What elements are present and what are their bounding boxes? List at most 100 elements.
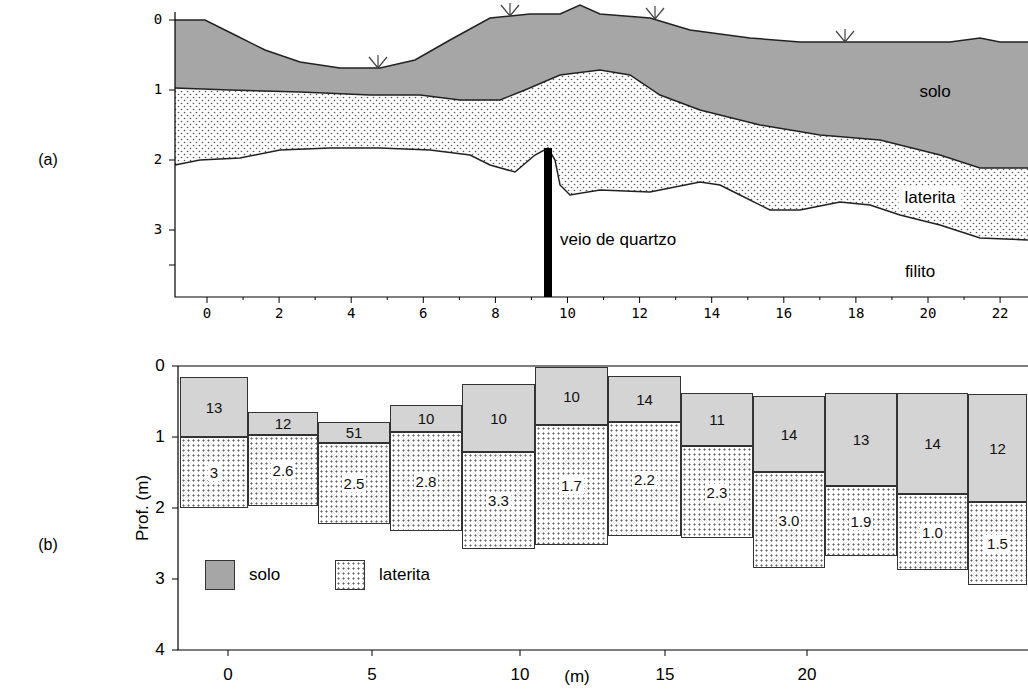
axis-tick-label: 16 — [775, 306, 792, 321]
axis-tick — [169, 230, 175, 231]
axis-tick — [819, 297, 820, 300]
layer-label: filito — [905, 263, 935, 282]
axis-tick-label: 4 — [347, 306, 355, 321]
soil-thickness-box: 12 — [248, 412, 318, 435]
axis-tick-label: 3 — [154, 222, 162, 237]
axis-tick-label: 18 — [847, 306, 864, 321]
layer-label: veio de quartzo — [560, 231, 676, 250]
thickness-value: 1.9 — [849, 513, 874, 530]
axis-tick-label: 0 — [223, 666, 232, 685]
soil-thickness-box: 11 — [681, 393, 753, 446]
axis-tick — [675, 297, 676, 300]
thickness-value: 2.8 — [414, 473, 439, 490]
axis-tick — [639, 297, 640, 303]
axis-tick — [665, 650, 666, 656]
laterite-thickness-box: 1.0 — [897, 494, 968, 570]
axis-tick — [169, 20, 175, 21]
axis-tick-label: 14 — [703, 306, 720, 321]
axis-tick-label: 10 — [511, 666, 530, 685]
axis-tick-label: 1 — [154, 82, 162, 97]
axis-tick — [855, 297, 856, 303]
axis-tick — [315, 297, 316, 300]
thickness-value: 11 — [709, 411, 725, 428]
layer-boundary — [175, 148, 1028, 240]
laterite-thickness-box: 2.8 — [390, 432, 462, 531]
legend-swatch — [335, 560, 365, 590]
axis-tick — [372, 650, 373, 656]
axis-line — [178, 366, 1028, 650]
panel-label: (b) — [38, 536, 58, 554]
axis-title: Prof. (m) — [134, 475, 153, 541]
axis-tick — [711, 297, 712, 303]
thickness-value: 3.0 — [777, 512, 802, 529]
soil-thickness-box: 13 — [180, 377, 248, 437]
axis-tick — [603, 297, 604, 300]
axis-tick — [351, 297, 352, 303]
soil-thickness-box: 12 — [968, 394, 1027, 502]
thickness-value: 14 — [636, 391, 653, 408]
laterite-thickness-box: 3 — [180, 437, 248, 508]
axis-tick — [1000, 297, 1001, 303]
axis-tick — [459, 297, 460, 300]
thickness-value: 1.0 — [920, 524, 945, 541]
axis-tick-label: 2 — [275, 306, 283, 321]
legend-text: solo — [249, 565, 280, 585]
axis-tick — [495, 297, 496, 303]
laterite-thickness-box: 2.3 — [681, 446, 753, 538]
axis-tick — [531, 297, 532, 300]
axis-tick-label: 1 — [155, 428, 164, 447]
axis-tick-label: 3 — [155, 570, 164, 589]
thickness-value: 3 — [208, 464, 220, 481]
axis-tick — [169, 160, 175, 161]
axis-tick — [891, 297, 892, 300]
soil-thickness-box: 51 — [318, 422, 390, 443]
axis-tick-label: 0 — [154, 12, 162, 27]
soil-thickness-box: 13 — [825, 393, 897, 486]
axis-tick — [807, 650, 808, 656]
axis-tick — [169, 90, 175, 91]
axis-tick-label: 20 — [920, 306, 937, 321]
axis-tick — [207, 297, 208, 303]
axis-tick — [279, 297, 280, 303]
laterite-thickness-box: 1.5 — [968, 502, 1027, 585]
axis-tick-label: 6 — [419, 306, 427, 321]
thickness-value: 14 — [781, 426, 798, 443]
axis-tick — [172, 579, 178, 580]
axis-tick — [172, 650, 178, 651]
axis-tick — [169, 265, 175, 266]
axis-tick — [172, 437, 178, 438]
axis-tick-label: 5 — [367, 666, 376, 685]
thickness-value: 1.7 — [559, 477, 584, 494]
thickness-value: 10 — [490, 410, 507, 427]
legend-text: laterita — [379, 565, 430, 585]
laterite-thickness-box: 2.5 — [318, 443, 390, 524]
legend-entry: laterita — [335, 560, 430, 590]
surface-mark — [501, 3, 519, 16]
thickness-value: 14 — [924, 435, 941, 452]
axis-tick — [928, 297, 929, 303]
thickness-value: 10 — [418, 410, 435, 427]
axis-tick-label: 20 — [798, 666, 817, 685]
surface-mark — [836, 29, 854, 42]
axis-tick — [747, 297, 748, 300]
layer-label: laterita — [898, 187, 961, 210]
axis-tick — [783, 297, 784, 303]
thickness-value: 12 — [989, 440, 1006, 457]
axis-tick — [228, 650, 229, 656]
layer-boundary — [175, 70, 1028, 168]
thickness-value: 1.5 — [985, 535, 1010, 552]
legend-entry: solo — [205, 560, 280, 590]
thickness-value: 2.3 — [705, 484, 730, 501]
soil-thickness-box: 14 — [897, 393, 968, 494]
axis-tick-label: 0 — [155, 357, 164, 376]
laterite-thickness-box: 3.3 — [462, 452, 535, 549]
soil-thickness-box: 10 — [462, 384, 535, 452]
panel-label: (a) — [38, 151, 58, 169]
surface-mark — [646, 6, 664, 19]
soil-thickness-box: 14 — [608, 376, 681, 422]
axis-tick — [520, 650, 521, 656]
quartz-vein — [544, 148, 552, 297]
axis-tick-label: 15 — [656, 666, 675, 685]
axis-tick — [387, 297, 388, 300]
